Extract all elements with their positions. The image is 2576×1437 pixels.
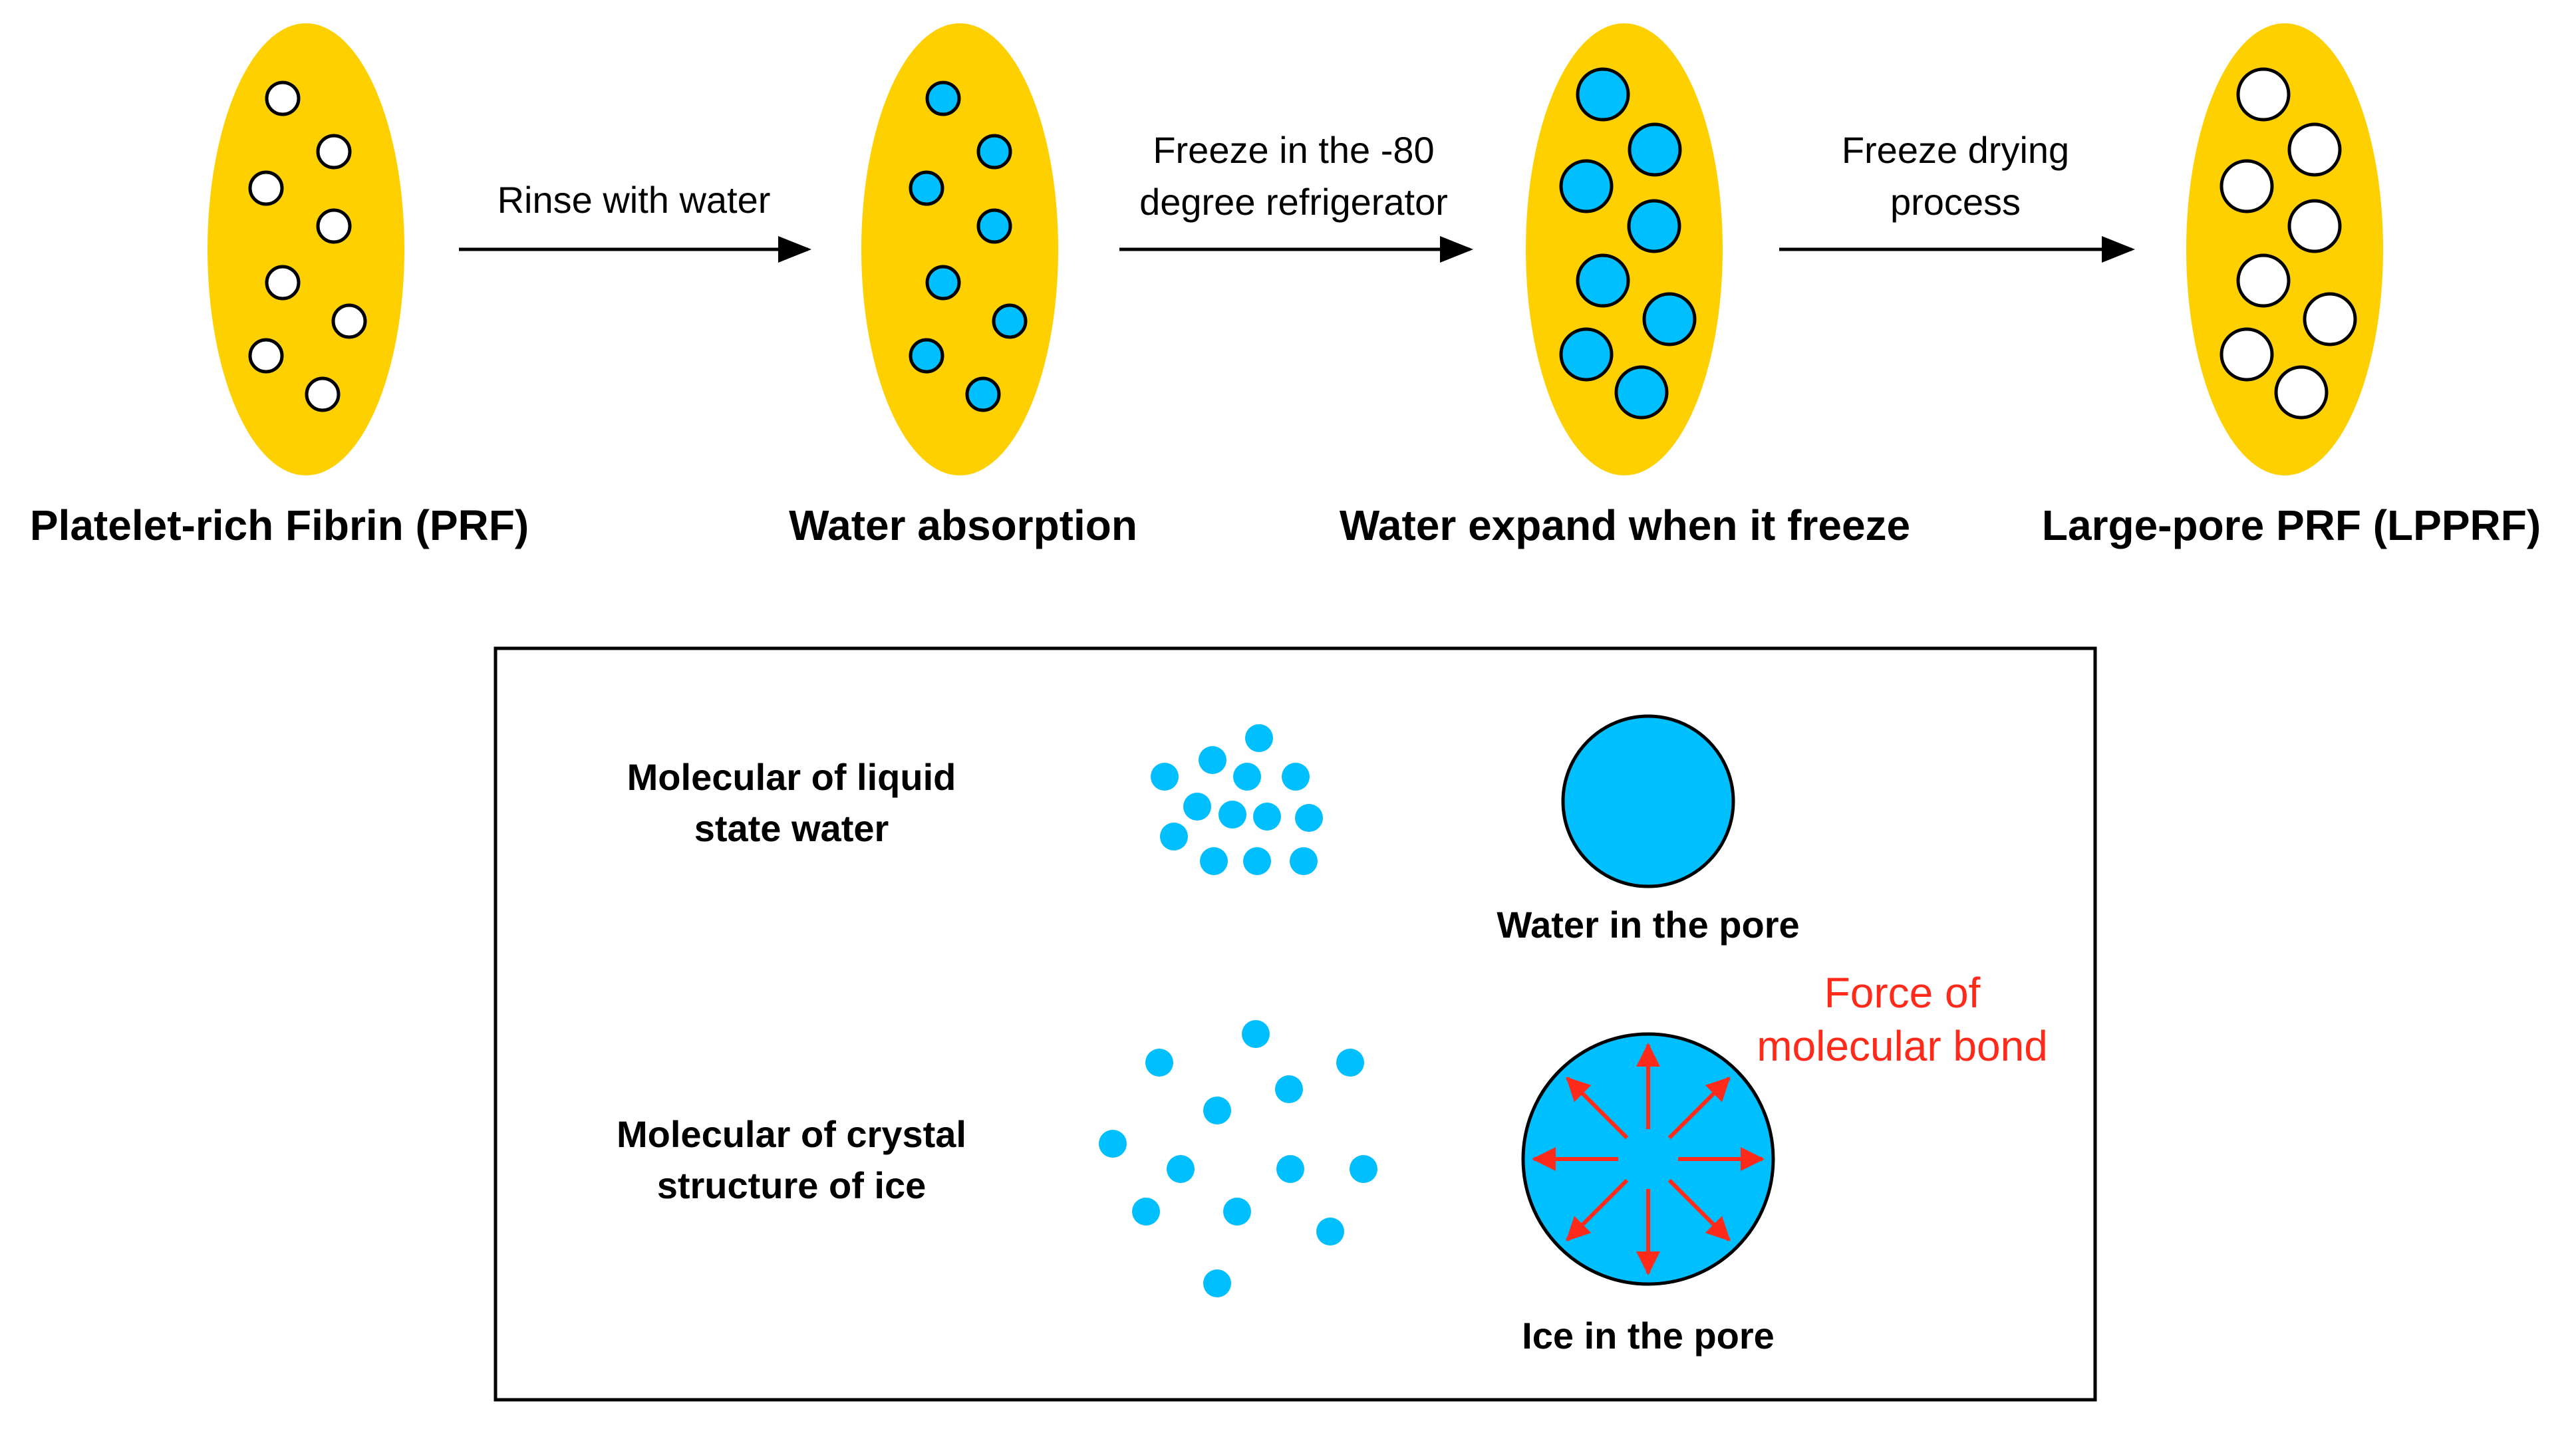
step-label: Freeze in the -80 <box>1153 129 1434 171</box>
water-molecule <box>1160 823 1188 850</box>
pore <box>316 208 352 244</box>
stage-water-absorption: Water absorption <box>789 23 1137 549</box>
pore <box>965 376 1001 412</box>
liquid-water-label: state water <box>694 807 889 849</box>
ice-molecule <box>1350 1155 1377 1183</box>
step-label: Rinse with water <box>498 179 771 221</box>
ice-molecules <box>1099 1020 1377 1297</box>
ice-crystal-label: structure of ice <box>657 1164 927 1206</box>
water-molecule <box>1243 847 1271 875</box>
pore <box>976 208 1012 244</box>
water-molecule <box>1295 804 1323 832</box>
process-flow: Platelet-rich Fibrin (PRF) Rinse with wa… <box>30 23 2541 549</box>
stage-lpprf: Large-pore PRF (LPPRF) <box>2042 23 2541 549</box>
pores-group <box>248 80 367 412</box>
ice-molecule <box>1099 1130 1127 1158</box>
pore <box>265 265 301 301</box>
ice-molecule <box>1276 1155 1304 1183</box>
ice-molecule <box>1316 1218 1344 1245</box>
water-molecule <box>1282 763 1310 791</box>
pore <box>992 303 1028 339</box>
liquid-water-label: Molecular of liquid <box>627 756 956 798</box>
step-label: Freeze drying <box>1842 129 2069 171</box>
ice-molecule <box>1132 1198 1160 1226</box>
step-freeze: Freeze in the -80 degree refrigerator <box>1119 129 1473 263</box>
force-arrow <box>1667 1077 1731 1140</box>
force-label: molecular bond <box>1757 1022 2048 1070</box>
pore <box>331 303 367 339</box>
stage-label: Platelet-rich Fibrin (PRF) <box>30 501 529 549</box>
pore <box>976 134 1012 170</box>
ice-molecule <box>1203 1269 1231 1297</box>
pore <box>2274 365 2329 420</box>
water-molecule <box>1199 746 1226 774</box>
pore <box>2287 199 2342 253</box>
pore <box>1627 199 1681 253</box>
pore <box>248 170 284 206</box>
step-rinse: Rinse with water <box>459 179 811 263</box>
ice-molecule <box>1242 1020 1270 1048</box>
pore <box>1576 67 1630 122</box>
ice-crystal-label: Molecular of crystal <box>617 1113 966 1155</box>
ice-molecule <box>1275 1075 1303 1103</box>
pore <box>1559 327 1614 382</box>
pore <box>2219 159 2274 213</box>
pore <box>2219 327 2274 382</box>
water-molecule <box>1245 724 1273 752</box>
pores-group <box>2219 67 2357 420</box>
pore <box>265 80 301 116</box>
pore <box>1576 253 1630 308</box>
pore <box>1628 122 1682 177</box>
pore <box>316 134 352 170</box>
ice-molecule <box>1223 1198 1251 1226</box>
pores-group <box>909 80 1028 412</box>
pore <box>1614 365 1669 420</box>
water-molecule <box>1253 803 1281 831</box>
pore <box>305 376 341 412</box>
pore <box>1559 159 1614 213</box>
step-label: degree refrigerator <box>1139 181 1448 223</box>
stage-label: Water expand when it freeze <box>1340 501 1910 549</box>
water-molecule <box>1290 847 1318 875</box>
force-arrow <box>1566 1178 1629 1241</box>
ice-molecule <box>1145 1049 1173 1077</box>
stage-ice-expand: Water expand when it freeze <box>1340 23 1910 549</box>
water-molecule <box>1200 847 1228 875</box>
ice-pore-label: Ice in the pore <box>1522 1315 1775 1357</box>
water-molecule <box>1151 763 1179 791</box>
prf-body <box>861 23 1058 475</box>
pore <box>909 170 944 206</box>
ice-molecule <box>1203 1097 1231 1124</box>
ice-molecule <box>1167 1155 1195 1183</box>
water-pore-label: Water in the pore <box>1497 904 1799 946</box>
water-molecule <box>1218 801 1246 829</box>
water-molecule <box>1233 763 1261 791</box>
force-arrow <box>1667 1178 1731 1241</box>
pore <box>2303 292 2357 346</box>
pore <box>925 80 961 116</box>
pore <box>2287 122 2342 177</box>
pore <box>2236 67 2291 122</box>
force-arrow <box>1566 1077 1629 1140</box>
force-arrows <box>1532 1043 1765 1275</box>
pore <box>909 338 944 374</box>
pores-group <box>1559 67 1697 420</box>
prf-body <box>208 23 404 475</box>
water-molecule <box>1183 793 1211 821</box>
pore <box>925 265 961 301</box>
pore <box>248 338 284 374</box>
stage-prf: Platelet-rich Fibrin (PRF) <box>30 23 529 549</box>
water-pore-circle <box>1561 714 1735 888</box>
stage-label: Large-pore PRF (LPPRF) <box>2042 501 2541 549</box>
force-label: Force of <box>1824 969 1981 1017</box>
legend-box: Molecular of liquid state water Water in… <box>494 646 2097 1402</box>
step-label: process <box>1890 181 2021 223</box>
pore <box>1642 292 1697 346</box>
pore <box>2236 253 2291 308</box>
stage-label: Water absorption <box>789 501 1137 549</box>
step-freeze-drying: Freeze drying process <box>1779 129 2135 263</box>
ice-molecule <box>1336 1049 1364 1077</box>
liquid-molecules <box>1151 724 1323 875</box>
